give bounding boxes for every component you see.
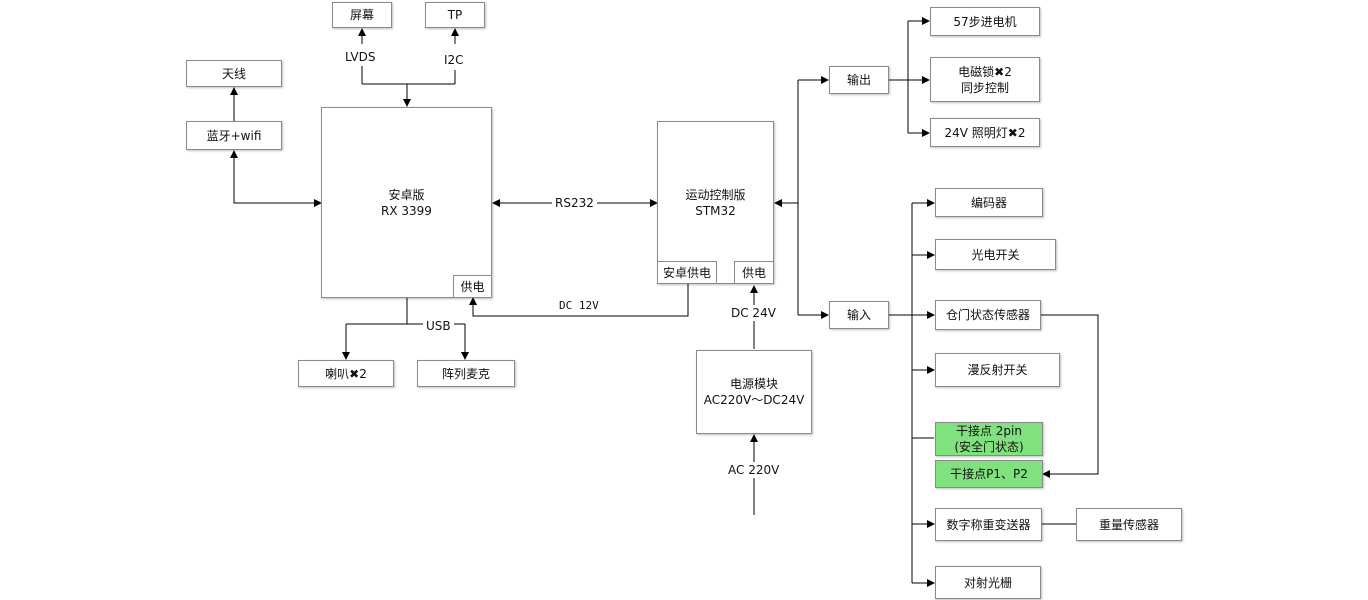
mic-array-label: 阵列麦克 xyxy=(441,366,490,381)
android-board-title: 安卓版 xyxy=(388,187,425,202)
screen-label: 屏幕 xyxy=(349,8,374,22)
android-board-model: RX 3399 xyxy=(381,203,432,218)
input-item-weigh-transmitter: 数字称重变送器 xyxy=(935,508,1042,541)
motion-power-pin: 供电 xyxy=(734,261,774,284)
weight-sensor-box: 重量传感器 xyxy=(1076,508,1182,541)
speaker-label: 喇叭✖2 xyxy=(325,366,367,381)
tp-label: TP xyxy=(447,8,463,22)
output-box: 输出 xyxy=(829,66,889,94)
output-item-motor-label: 57步进电机 xyxy=(953,14,1017,29)
antenna-box: 天线 xyxy=(186,60,282,87)
motion-board-model: STM32 xyxy=(695,203,736,218)
input-item-door-sensor: 仓门状态传感器 xyxy=(935,300,1041,330)
bt-to-android-line xyxy=(230,150,322,207)
input-item-encoder-label: 编码器 xyxy=(970,195,1007,210)
bt-wifi-label: 蓝牙+wifi xyxy=(206,128,262,143)
input-item-drycontact-2pin-line2: (安全门状态) xyxy=(954,440,1024,454)
input-item-diffuse: 漫反射开关 xyxy=(935,353,1060,387)
dc24v-label: DC 24V xyxy=(728,305,779,321)
input-item-drycontact-p1p2-label: 干接点P1、P2 xyxy=(950,467,1028,481)
power-module-title: 电源模块 xyxy=(729,377,778,391)
motion-power-pin-label: 供电 xyxy=(741,266,766,280)
output-item-lock-line1: 电磁锁✖2 xyxy=(958,64,1012,79)
input-item-drycontact-2pin: 干接点 2pin (安全门状态) xyxy=(935,422,1043,456)
input-item-weigh-transmitter-label: 数字称重变送器 xyxy=(946,517,1031,532)
weight-sensor-label: 重量传感器 xyxy=(1098,517,1159,532)
input-item-photoelectric: 光电开关 xyxy=(935,239,1056,270)
input-item-door-sensor-label: 仓门状态传感器 xyxy=(945,308,1030,322)
rs232-label: RS232 xyxy=(552,195,597,211)
motion-android-power-label: 安卓供电 xyxy=(662,266,711,280)
dc12v-label: DC 12V xyxy=(556,298,602,314)
motion-board-title: 运动控制版 xyxy=(685,187,746,202)
power-module-spec: AC220V～DC24V xyxy=(703,393,805,407)
bt-wifi-box: 蓝牙+wifi xyxy=(186,121,282,150)
output-item-lock-line2: 同步控制 xyxy=(960,80,1009,95)
output-item-motor: 57步进电机 xyxy=(930,7,1040,36)
output-item-light-label: 24V 照明灯✖2 xyxy=(944,125,1026,140)
output-label: 输出 xyxy=(846,73,871,87)
mic-array-box: 阵列麦克 xyxy=(417,360,515,387)
tp-box: TP xyxy=(425,2,485,28)
input-label: 输入 xyxy=(846,308,871,322)
dc12v-line xyxy=(469,284,689,317)
door-sensor-to-p1p2-line xyxy=(1041,314,1099,478)
usb-label: USB xyxy=(423,318,454,334)
input-item-encoder: 编码器 xyxy=(935,188,1043,217)
motion-board-box: 运动控制版 STM32 xyxy=(657,121,774,284)
android-power-pin: 供电 xyxy=(453,275,492,298)
i2c-label: I2C xyxy=(441,52,467,68)
input-item-photoelectric-label: 光电开关 xyxy=(971,247,1020,262)
input-item-grating: 对射光栅 xyxy=(935,566,1041,599)
speaker-box: 喇叭✖2 xyxy=(298,360,394,387)
antenna-label: 天线 xyxy=(221,66,246,81)
android-board-box: 安卓版 RX 3399 xyxy=(321,107,492,298)
input-item-grating-label: 对射光栅 xyxy=(963,575,1012,590)
android-power-pin-label: 供电 xyxy=(460,280,485,294)
input-item-drycontact-p1p2: 干接点P1、P2 xyxy=(935,460,1043,488)
motion-android-power-pin: 安卓供电 xyxy=(657,261,717,284)
input-item-diffuse-label: 漫反射开关 xyxy=(967,363,1028,377)
input-box: 输入 xyxy=(829,301,889,329)
power-module-box: 电源模块 AC220V～DC24V xyxy=(696,350,812,434)
output-item-lock: 电磁锁✖2 同步控制 xyxy=(930,57,1040,102)
input-item-drycontact-2pin-line1: 干接点 2pin xyxy=(955,424,1022,438)
output-item-light: 24V 照明灯✖2 xyxy=(930,118,1040,147)
ac220v-label: AC 220V xyxy=(725,462,783,478)
lvds-label: LVDS xyxy=(342,49,379,65)
screen-box: 屏幕 xyxy=(332,2,392,28)
